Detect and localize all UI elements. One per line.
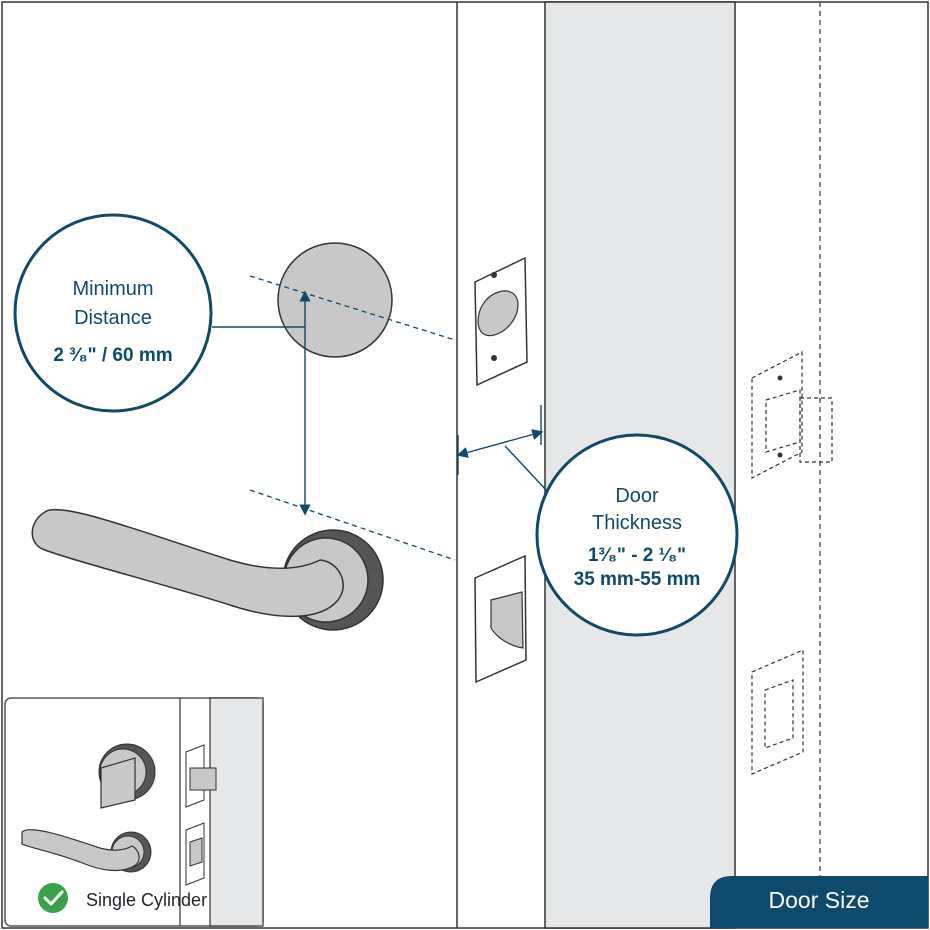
lever-handle bbox=[31, 508, 384, 631]
minimum-distance-value: 2 ³⁄₈" / 60 mm bbox=[53, 345, 173, 366]
door-thickness-bubble bbox=[535, 433, 739, 637]
minimum-distance-label-2: Distance bbox=[74, 307, 152, 329]
minimum-distance-bubble bbox=[13, 213, 213, 413]
deadbolt-strike-plate bbox=[474, 256, 528, 387]
door-thickness-leader bbox=[504, 445, 549, 493]
frame-strike-bottom bbox=[751, 649, 804, 775]
single-cylinder-label: Single Cylinder bbox=[86, 890, 208, 910]
frame-strike-top bbox=[751, 351, 833, 479]
single-cylinder-inset bbox=[4, 697, 264, 927]
minimum-distance-label-1: Minimum bbox=[72, 278, 154, 300]
deadbolt-knob bbox=[277, 242, 393, 358]
door-size-label: Door Size bbox=[768, 887, 870, 913]
door-thickness-mm: 35 mm-55 mm bbox=[573, 569, 701, 590]
latch-plate bbox=[474, 554, 527, 684]
bottom-projection-line bbox=[249, 489, 456, 561]
door-size-badge bbox=[710, 876, 928, 928]
door-thickness-label-2: Thickness bbox=[591, 512, 683, 534]
check-circle-icon bbox=[38, 883, 68, 913]
door-thickness-inches: 1³⁄₈" - 2 ¹⁄₈" bbox=[587, 545, 687, 566]
door-thickness-arrow bbox=[456, 429, 544, 458]
door-thickness-label-1: Door bbox=[615, 485, 659, 507]
